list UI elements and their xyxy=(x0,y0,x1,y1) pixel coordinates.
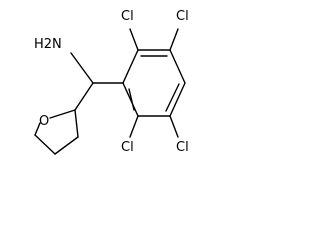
ring-double-bond-3 xyxy=(128,88,135,111)
ring-bond-6 xyxy=(122,49,139,84)
ring-bond-2 xyxy=(169,49,186,84)
center-to-amine-bond xyxy=(70,52,94,84)
cl-top-bond xyxy=(129,28,139,51)
cl-top-right-bond xyxy=(169,28,179,51)
cl-bottom-right-label: Cl xyxy=(176,140,189,155)
atom-labels: H2N O Cl Cl Cl Cl xyxy=(34,9,189,155)
ring-bond-5 xyxy=(122,82,139,117)
thf-bond-3 xyxy=(54,136,79,155)
ring-bond-3 xyxy=(169,82,186,117)
thf-bond-4 xyxy=(34,134,56,155)
bonds xyxy=(34,28,186,155)
cl-top-right-label: Cl xyxy=(176,9,189,24)
thf-bond-5 xyxy=(34,122,41,136)
amine-label: H2N xyxy=(34,37,62,52)
chemical-structure: H2N O Cl Cl Cl Cl xyxy=(34,9,189,155)
ring-double-bond-2 xyxy=(165,83,180,112)
center-to-thf-bond xyxy=(74,82,94,111)
cl-top-label: Cl xyxy=(121,9,134,24)
cl-bottom-left-label: Cl xyxy=(121,140,134,155)
cl-bottom-right-bond xyxy=(169,115,179,138)
thf-bond-2 xyxy=(74,109,79,138)
cl-bottom-left-bond xyxy=(129,115,139,138)
oxygen-label: O xyxy=(39,114,49,129)
thf-bond-1 xyxy=(49,109,76,119)
